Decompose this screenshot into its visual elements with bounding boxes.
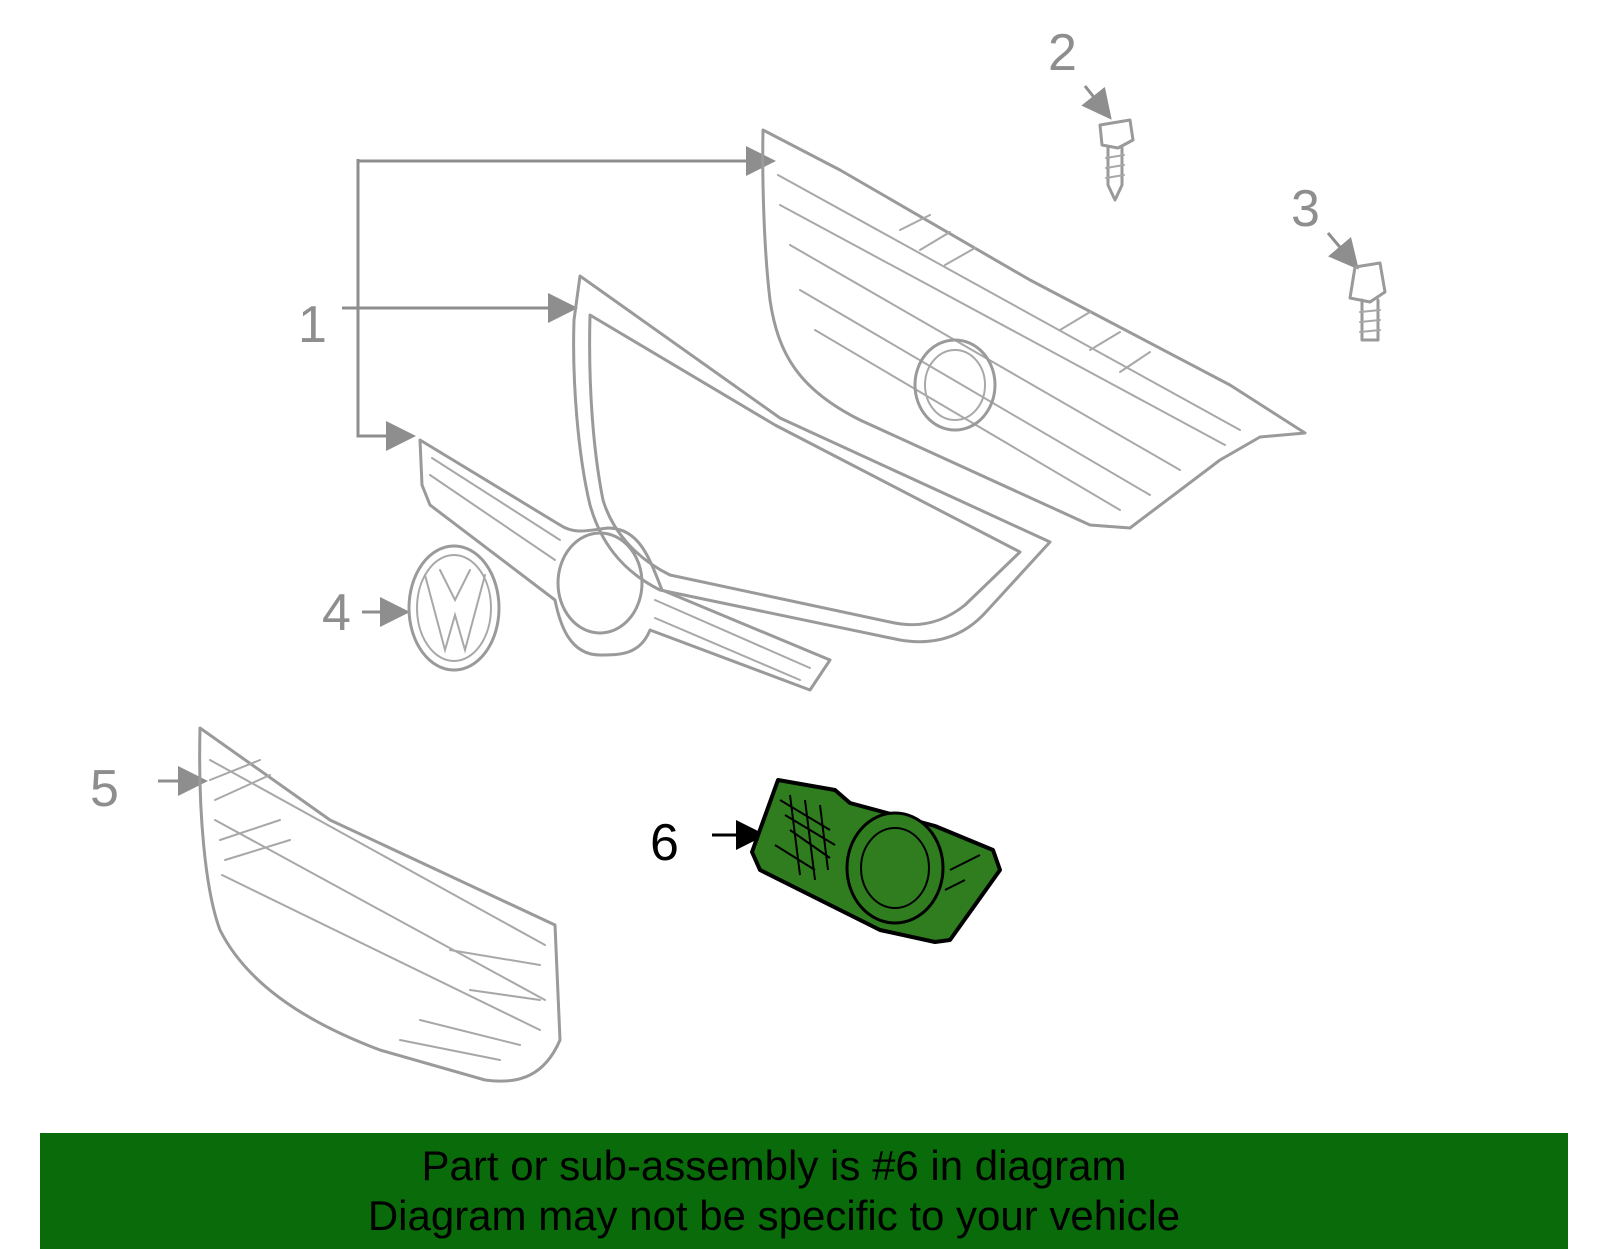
lower-grille-5[interactable] [198,726,562,1083]
callout-1[interactable]: 1 [298,296,327,354]
callout-6[interactable]: 6 [650,814,679,872]
fog-light-grille-6[interactable] [750,778,1002,944]
banner-line-1: Part or sub-assembly is #6 in diagram [421,1142,1127,1189]
banner-line-2: Diagram may not be specific to your vehi… [367,1192,1181,1239]
bolt-2[interactable] [1098,118,1135,202]
screw-3[interactable] [1348,261,1387,342]
callout-3[interactable]: 3 [1291,180,1320,238]
callout-5[interactable]: 5 [90,760,119,818]
info-banner: Part or sub-assembly is #6 in diagram Di… [40,1133,1568,1249]
callout-4[interactable]: 4 [322,584,351,642]
chrome-trim[interactable] [418,438,832,692]
upper-grille[interactable] [761,128,1307,530]
leader-1-bracket [356,159,416,451]
leader-2 [1081,85,1112,120]
leader-3 [1326,232,1359,270]
grille-frame[interactable] [572,274,1052,644]
vw-emblem-4[interactable] [407,544,501,672]
callout-2[interactable]: 2 [1048,24,1077,82]
